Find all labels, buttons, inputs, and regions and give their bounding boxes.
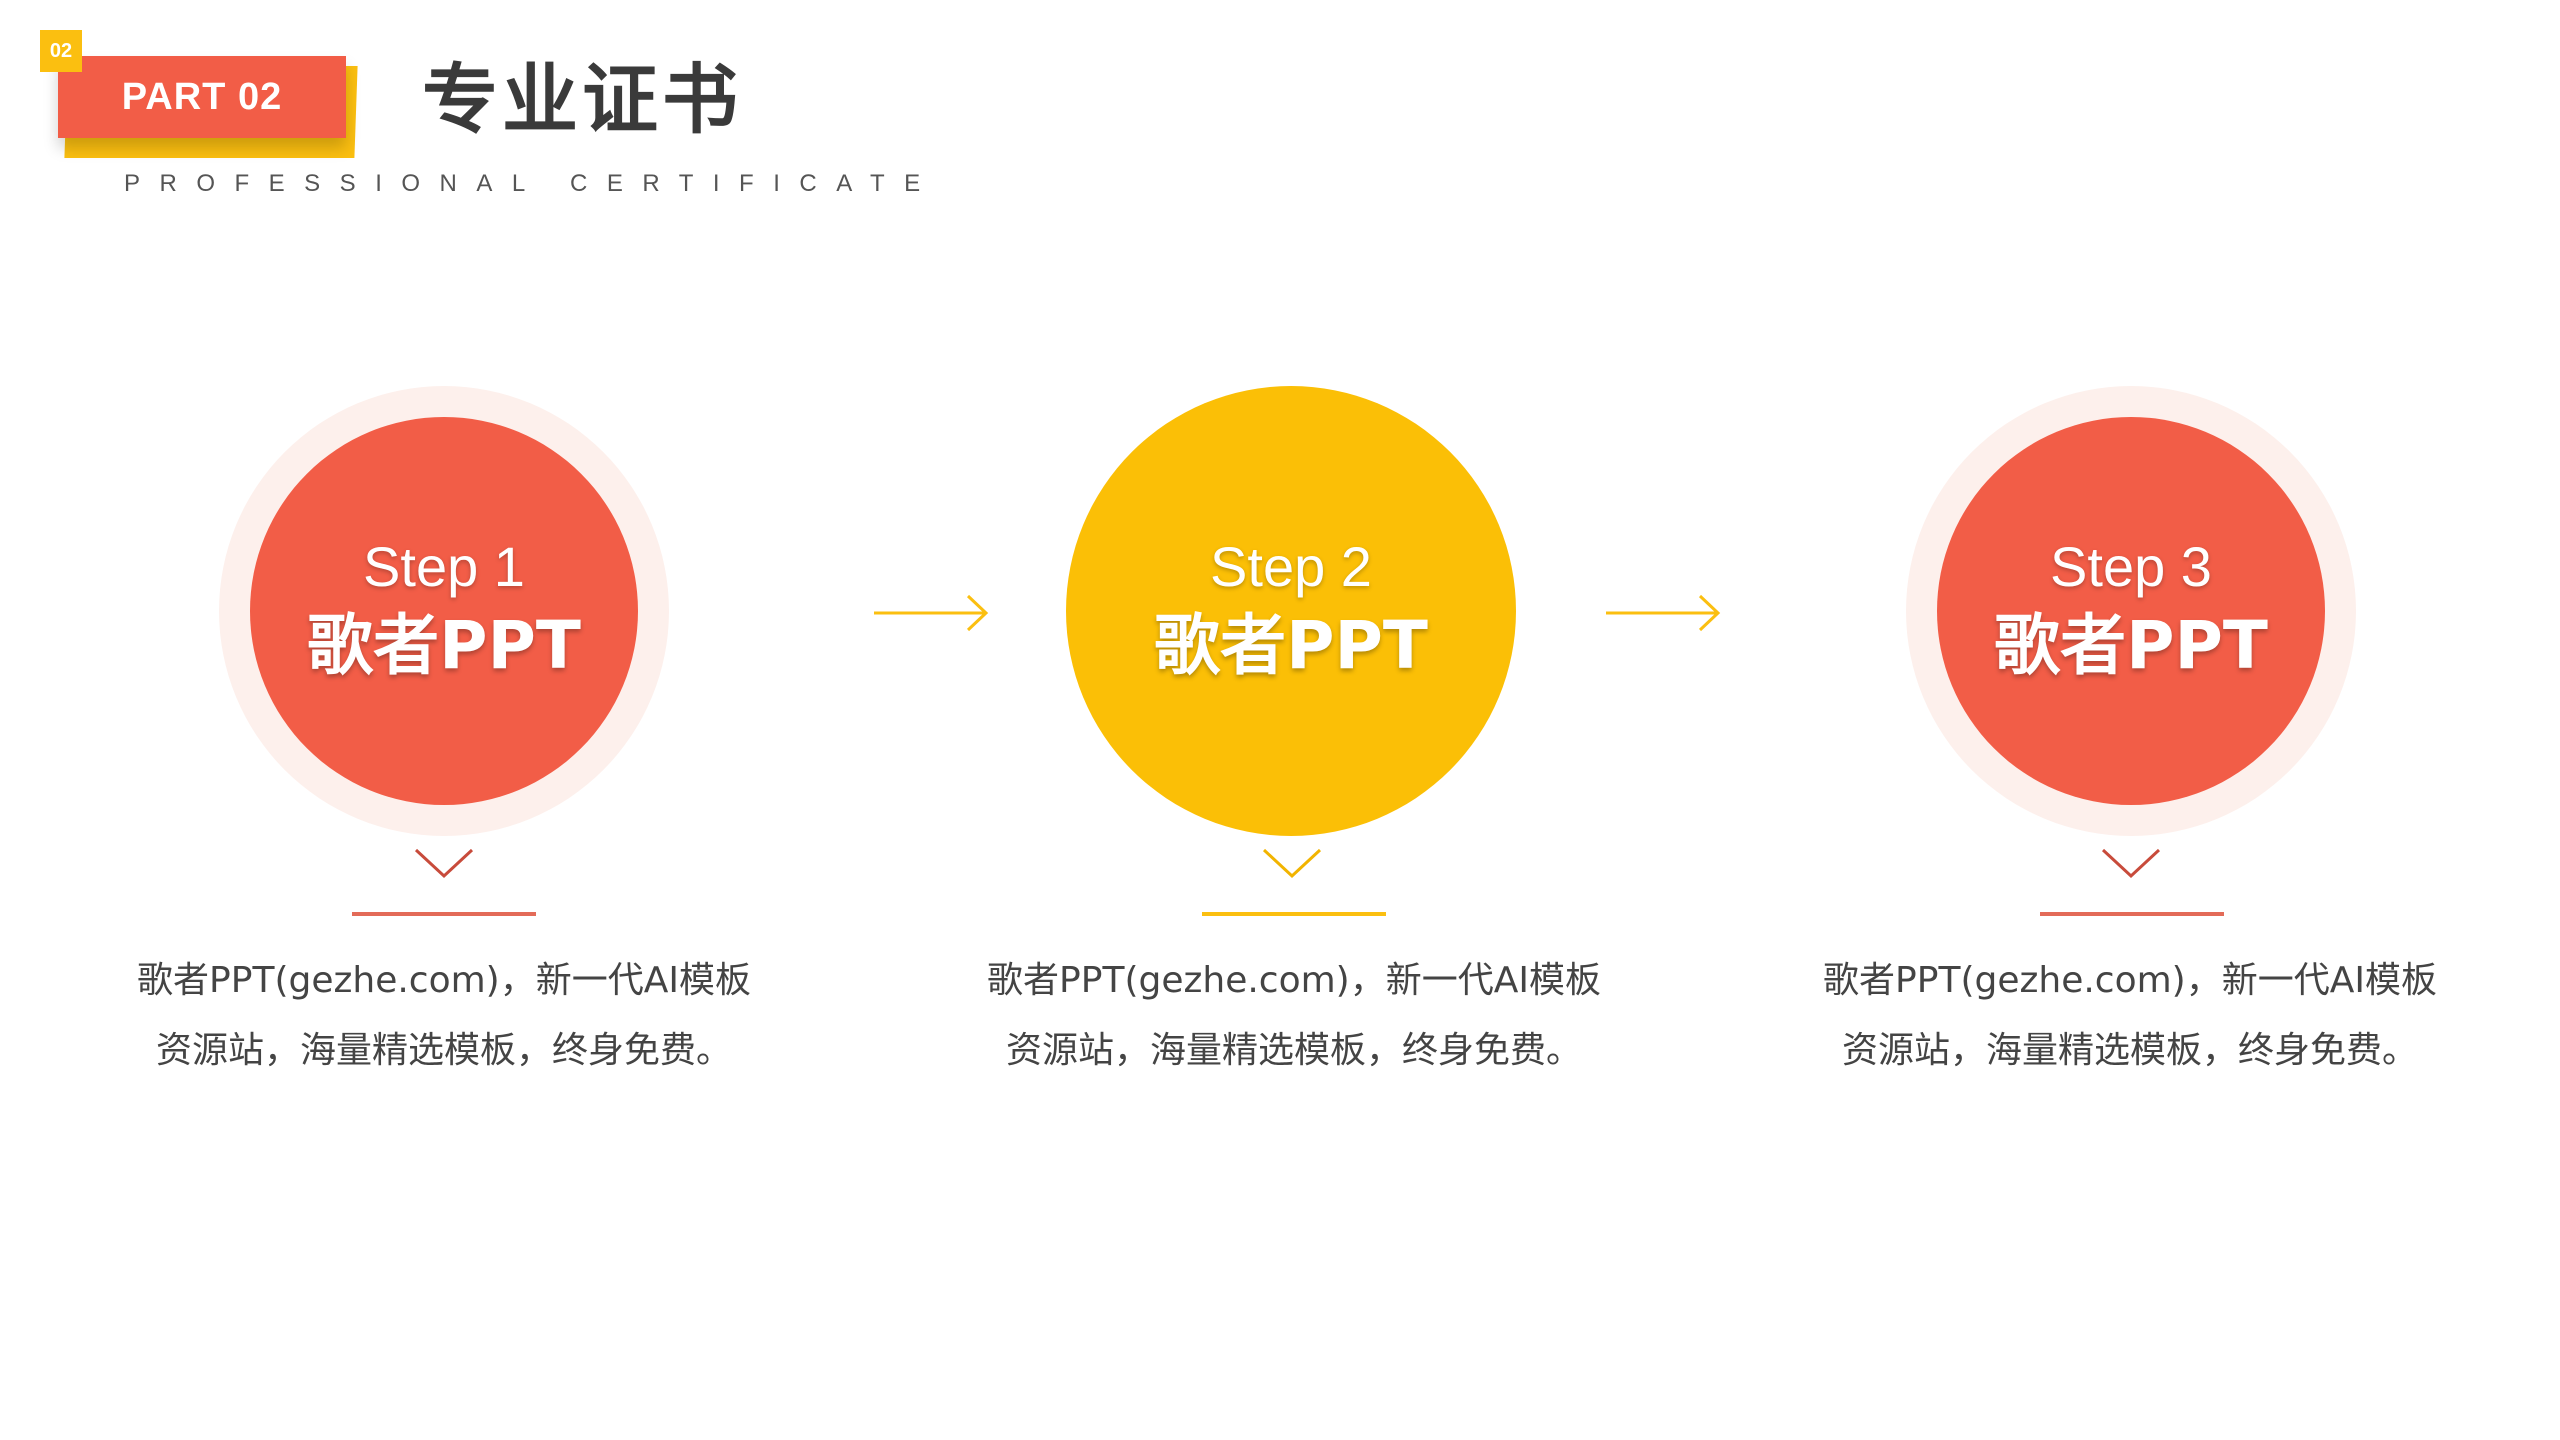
part-number-badge: 02	[40, 30, 82, 72]
arrow-right-icon	[874, 594, 989, 632]
page-title: 专业证书	[422, 55, 742, 144]
step-3-label: Step 3	[2050, 535, 2212, 598]
page-subtitle: PROFESSIONAL CERTIFICATE	[124, 170, 940, 197]
step-2-label: Step 2	[1210, 535, 1372, 598]
step-2-name: 歌者PPT	[1154, 607, 1428, 684]
step-1-underline	[352, 912, 536, 916]
step-1-desc-line-1: 歌者PPT(gezhe.com)，新一代AI模板	[137, 960, 751, 1001]
chevron-down-icon	[414, 848, 474, 879]
part-tag: PART 02	[58, 56, 346, 138]
step-1-label: Step 1	[363, 535, 525, 598]
step-3-ring: Step 3 歌者PPT	[1906, 386, 2356, 836]
step-1-description: 歌者PPT(gezhe.com)，新一代AI模板 资源站，海量精选模板，终身免费…	[124, 946, 764, 1086]
step-3-description: 歌者PPT(gezhe.com)，新一代AI模板 资源站，海量精选模板，终身免费…	[1810, 946, 2450, 1086]
arrow-right-icon	[1606, 594, 1721, 632]
step-2-underline	[1202, 912, 1386, 916]
step-1-desc-line-2: 资源站，海量精选模板，终身免费。	[155, 1030, 732, 1071]
step-3-desc-line-1: 歌者PPT(gezhe.com)，新一代AI模板	[1823, 960, 2437, 1001]
step-1-circle[interactable]: Step 1 歌者PPT	[250, 417, 638, 805]
step-3-desc-line-2: 资源站，海量精选模板，终身免费。	[1841, 1030, 2418, 1071]
step-3-underline	[2040, 912, 2224, 916]
chevron-down-icon	[2101, 848, 2161, 879]
step-3-circle[interactable]: Step 3 歌者PPT	[1937, 417, 2325, 805]
step-1-ring: Step 1 歌者PPT	[219, 386, 669, 836]
step-2-desc-line-1: 歌者PPT(gezhe.com)，新一代AI模板	[987, 960, 1601, 1001]
chevron-down-icon	[1262, 848, 1322, 879]
step-2-ring: Step 2 歌者PPT	[1066, 386, 1516, 836]
step-2-circle[interactable]: Step 2 歌者PPT	[1066, 386, 1516, 836]
step-2-desc-line-2: 资源站，海量精选模板，终身免费。	[1005, 1030, 1582, 1071]
step-2-description: 歌者PPT(gezhe.com)，新一代AI模板 资源站，海量精选模板，终身免费…	[974, 946, 1614, 1086]
step-1-name: 歌者PPT	[307, 607, 581, 684]
step-3-name: 歌者PPT	[1994, 607, 2268, 684]
